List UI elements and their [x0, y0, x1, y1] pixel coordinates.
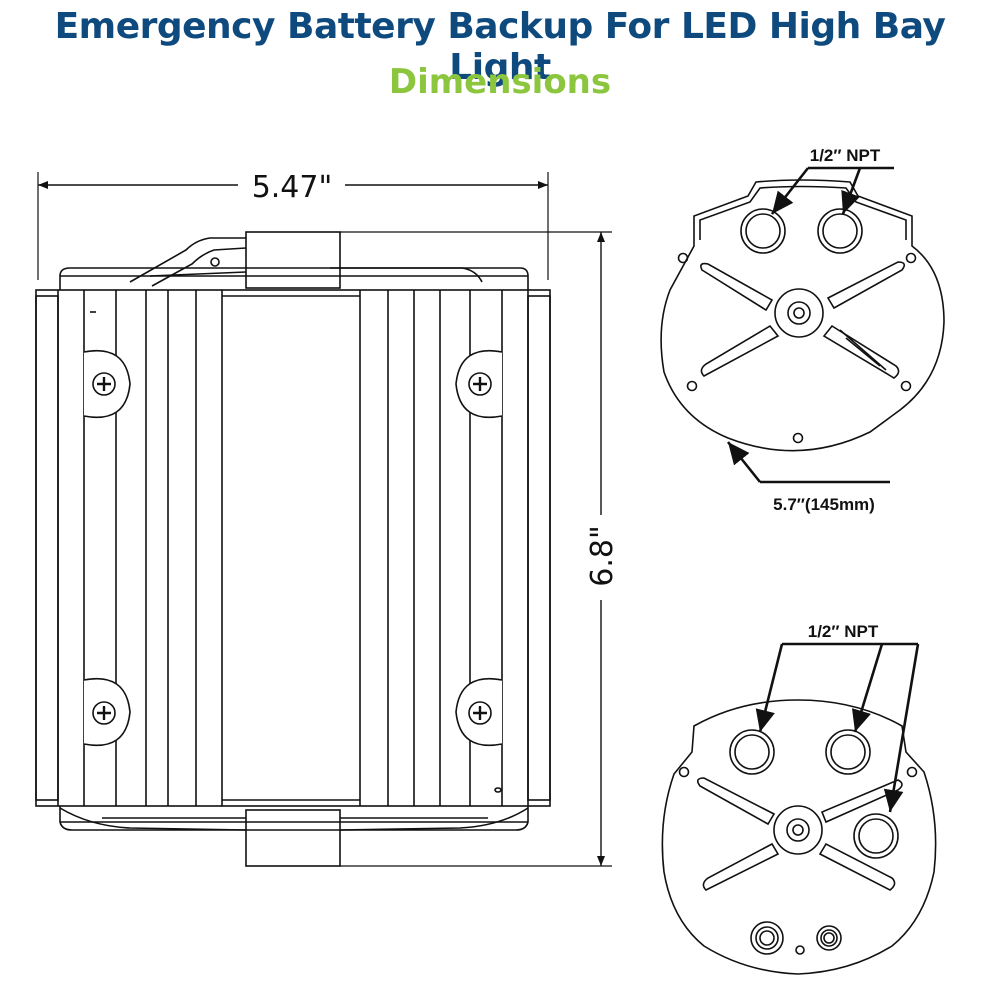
- page-title: Emergency Battery Backup For LED High Ba…: [54, 6, 946, 88]
- height-dimension-label: 6.8": [585, 525, 620, 587]
- page-subtitle: Dimensions: [388, 62, 612, 102]
- top-view-plate: [660, 179, 945, 452]
- bottom-view-leaders: [755, 642, 920, 813]
- screw-boss-top-right: [455, 350, 503, 418]
- screw-boss-bottom-left: [83, 678, 131, 746]
- bottom-conduit: [59, 807, 529, 867]
- top-conduit: [129, 231, 483, 289]
- width-dimension-label: 5.47": [252, 170, 333, 205]
- width-dimension: [37, 172, 549, 280]
- screw-boss-bottom-right: [455, 678, 503, 746]
- bottom-npt-label: 1/2″ NPT: [808, 622, 879, 641]
- screw-boss-top-left: [83, 350, 131, 418]
- bottom-view-plate: [661, 699, 937, 975]
- top-view-leaders: [726, 166, 894, 484]
- top-npt-label: 1/2″ NPT: [810, 146, 881, 165]
- height-dimension: [340, 231, 612, 867]
- diameter-label: 5.7″(145mm): [773, 495, 875, 514]
- front-view: [35, 172, 612, 867]
